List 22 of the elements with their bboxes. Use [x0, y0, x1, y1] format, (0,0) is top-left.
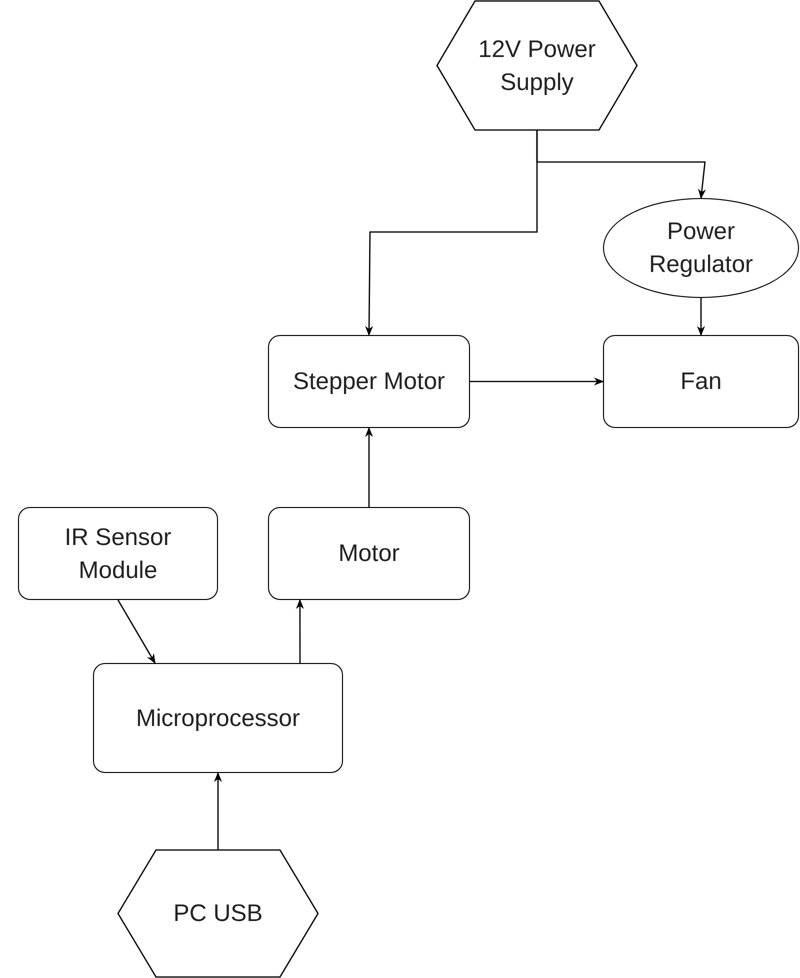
node-label: PC USB — [172, 899, 264, 929]
process-box — [268, 507, 470, 600]
process-box — [18, 507, 218, 600]
arrow — [470, 378, 604, 386]
arrow — [117, 600, 156, 664]
arrow — [365, 130, 538, 336]
node-label: 12V Power Supply — [477, 34, 597, 98]
node-label: IR Sensor Module — [64, 522, 172, 586]
node-label: Stepper Motor — [292, 367, 446, 397]
arrow — [214, 772, 222, 850]
arrow — [365, 427, 373, 507]
node-label: Motor — [337, 539, 401, 569]
process-box — [603, 335, 799, 428]
process-box — [268, 335, 470, 428]
node-label: Fan — [679, 367, 723, 397]
arrow — [296, 599, 304, 663]
process-box — [93, 663, 343, 773]
hexagon-node — [437, 1, 637, 130]
node-label: Power Regulator — [648, 217, 754, 280]
node-label: Microprocessor — [134, 704, 302, 734]
arrow — [697, 298, 705, 336]
hexagon-node — [118, 850, 318, 977]
